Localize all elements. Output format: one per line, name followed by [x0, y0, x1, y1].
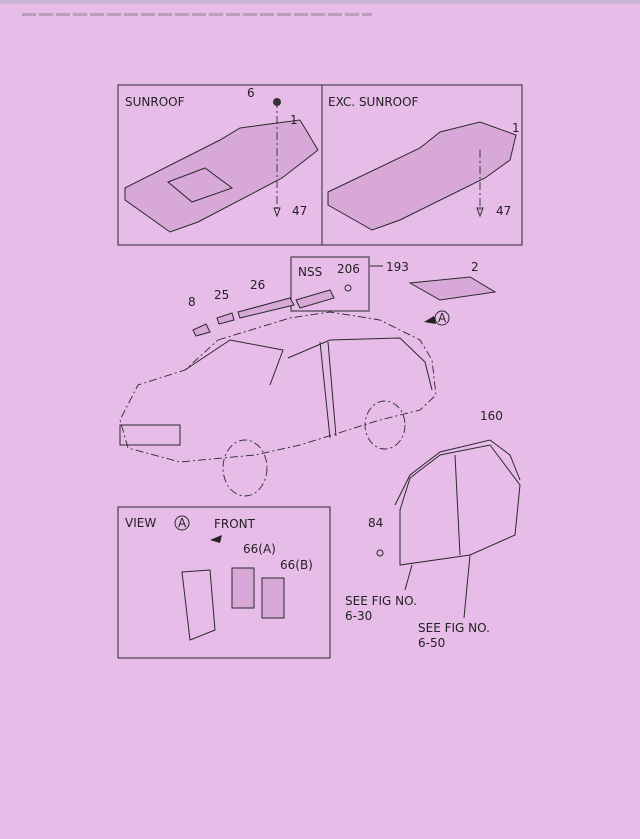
exc-sunroof-panel: EXC. SUNROOF 1 47 [321, 84, 523, 246]
part-6-nut [273, 98, 281, 106]
part-8-bracket [192, 323, 211, 337]
side-windows [287, 337, 433, 391]
exc-sunroof-title: EXC. SUNROOF [328, 95, 419, 109]
part-25-cover [216, 312, 235, 325]
part-47-clip [273, 207, 281, 218]
ref-fig-6-30-number: 6-30 [345, 609, 372, 623]
ref-fig-6-30-text: SEE FIG NO. [345, 594, 417, 608]
label-nss: NSS [298, 265, 322, 279]
part-160-weatherstrip [394, 439, 521, 506]
front-wheel [222, 439, 268, 497]
part-26-trim [237, 297, 295, 319]
part-2-lamp [408, 276, 497, 301]
sunroof-panel: SUNROOF 6 1 47 [117, 84, 323, 246]
label-47: 47 [496, 204, 511, 218]
front-arrow-icon [210, 535, 222, 543]
scan-edge [0, 0, 640, 4]
label-66a: 66(A) [243, 542, 276, 556]
label-6: 6 [247, 86, 255, 100]
part-47-clip [476, 207, 484, 218]
view-title: VIEW [125, 516, 156, 530]
door-pillar [319, 341, 331, 439]
front-label: FRONT [214, 517, 256, 531]
part-66a-switch [231, 567, 255, 609]
rear-wheel [364, 400, 406, 450]
label-26: 26 [250, 278, 265, 292]
console-opening [181, 569, 216, 641]
front-bumper [119, 424, 181, 446]
windshield [184, 339, 284, 386]
label-1: 1 [290, 113, 298, 127]
leader-6-50 [463, 554, 471, 619]
label-47: 47 [292, 204, 307, 218]
vehicle-outline [119, 311, 437, 497]
sunroof-opening [167, 167, 234, 203]
view-a-letter: A [438, 311, 447, 325]
label-193: 193 [386, 260, 409, 274]
part-66b-switch [261, 577, 285, 619]
door-panel [399, 444, 521, 566]
label-25: 25 [214, 288, 229, 302]
header-caption-illegible [22, 13, 372, 16]
ref-fig-6-50-number: 6-50 [418, 636, 445, 650]
label-206: 206 [337, 262, 360, 276]
view-arrow-icon [424, 316, 436, 324]
label-84: 84 [368, 516, 383, 530]
door-pillar [327, 341, 337, 437]
label-1: 1 [512, 121, 520, 135]
part-nss-light [295, 289, 335, 309]
leader-6-30 [404, 564, 413, 591]
exc-sunroof-frame [321, 84, 523, 246]
view-a-panel: VIEW A FRONT 66(A) 66(B) [117, 506, 331, 659]
label-66b: 66(B) [280, 558, 313, 572]
headliner-exc-sunroof [327, 121, 517, 231]
label-2: 2 [471, 260, 479, 274]
part-84-clip [376, 549, 384, 557]
view-a-marker [174, 515, 190, 531]
label-8: 8 [188, 295, 196, 309]
view-a-marker [434, 310, 450, 326]
label-160: 160 [480, 409, 503, 423]
door-split [454, 454, 461, 556]
view-a-frame [117, 506, 331, 659]
body-outline [119, 311, 437, 463]
view-a-letter: A [178, 516, 187, 530]
headliner-sunroof [124, 119, 319, 233]
door-assembly: 160 84 SEE FIG NO. 6-30 SEE FIG NO. 6-50 [345, 409, 521, 650]
roof-parts: NSS 206 193 2 26 25 8 A [188, 256, 497, 337]
ref-fig-6-50-text: SEE FIG NO. [418, 621, 490, 635]
sunroof-title: SUNROOF [125, 95, 185, 109]
nss-box [290, 256, 370, 312]
part-206-screw [344, 284, 352, 292]
